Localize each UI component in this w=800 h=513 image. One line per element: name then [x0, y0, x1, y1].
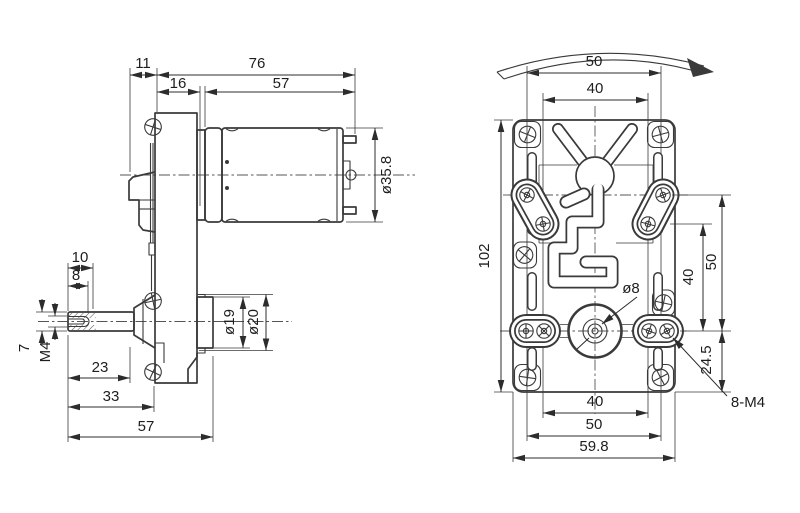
dim-tip-to-hub: 23 — [92, 359, 109, 376]
label-mounting-holes: 8-M4 — [731, 394, 765, 411]
dim-tip-to-plate: 33 — [103, 388, 120, 405]
side-view: 11 76 16 57 ø35.8 10 8 7 M4 23 — [16, 55, 415, 442]
output-shaft-boss — [567, 303, 623, 359]
dim-top-inner-span: 40 — [587, 80, 604, 97]
corner-pad — [646, 120, 675, 149]
rotation-direction-arc-icon — [496, 52, 714, 80]
plate-corner-chamfer — [187, 353, 198, 383]
corner-screw-icon — [649, 123, 672, 146]
oval-link — [509, 314, 561, 348]
v-slot — [552, 123, 638, 172]
front-view: 50 40 102 40 50 24.5 ø8 8-M4 40 50 59.8 — [476, 52, 765, 462]
dim-motor-length: 57 — [273, 75, 290, 92]
corner-screw-icon — [516, 123, 539, 146]
label-shaft-hole: ø8 — [622, 280, 640, 297]
output-boss — [196, 296, 214, 349]
dim-flat-length: 10 — [72, 249, 89, 266]
dim-thread-size: M4 — [37, 342, 54, 363]
dim-thread-depth: 8 — [72, 267, 80, 284]
edge-pad — [512, 241, 538, 269]
plate-screw-icon — [141, 360, 165, 384]
corner-screw-icon — [648, 365, 673, 390]
dim-overall-motor: 76 — [249, 55, 266, 72]
pinion-cover — [128, 171, 156, 233]
dim-shaft-diameter: 7 — [16, 344, 33, 352]
dim-bottom-inner-span: 40 — [587, 393, 604, 410]
dogbone-link — [631, 178, 680, 241]
dogbone-link — [510, 178, 560, 241]
dim-right-inner-span: 40 — [680, 269, 697, 286]
oval-link — [632, 314, 684, 348]
shaft-tap-hole — [68, 315, 90, 328]
dim-plate-width: 59.8 — [579, 438, 608, 455]
dim-boss-inner: ø19 — [221, 309, 238, 335]
edge-screw-icon — [512, 242, 537, 268]
motor-rear-boss — [342, 160, 351, 190]
motor-terminal — [342, 135, 357, 144]
shaft-knurl — [68, 324, 96, 331]
shaft-knurl — [68, 312, 96, 319]
dim-gearbox-depth: 16 — [170, 75, 187, 92]
dim-right-outer-span: 50 — [703, 254, 720, 271]
motor-terminal — [342, 206, 357, 215]
plate-screw-icon — [141, 115, 165, 139]
dim-hub-offset: 11 — [135, 55, 151, 72]
plate-bottom-step — [155, 342, 165, 363]
dim-bottom-outer-span: 50 — [586, 416, 603, 433]
corner-screw-icon — [517, 367, 538, 388]
corner-pad — [513, 120, 542, 149]
output-shaft — [67, 311, 135, 332]
dim-motor-diameter: ø35.8 — [378, 156, 395, 194]
dim-top-outer-span: 50 — [586, 53, 603, 70]
dim-center-to-bottom: 24.5 — [698, 345, 715, 374]
meander-slot — [547, 183, 619, 289]
dim-plate-height: 102 — [476, 243, 493, 268]
dim-tip-to-boss: 57 — [138, 418, 155, 435]
dim-boss-outer: ø20 — [245, 309, 262, 335]
